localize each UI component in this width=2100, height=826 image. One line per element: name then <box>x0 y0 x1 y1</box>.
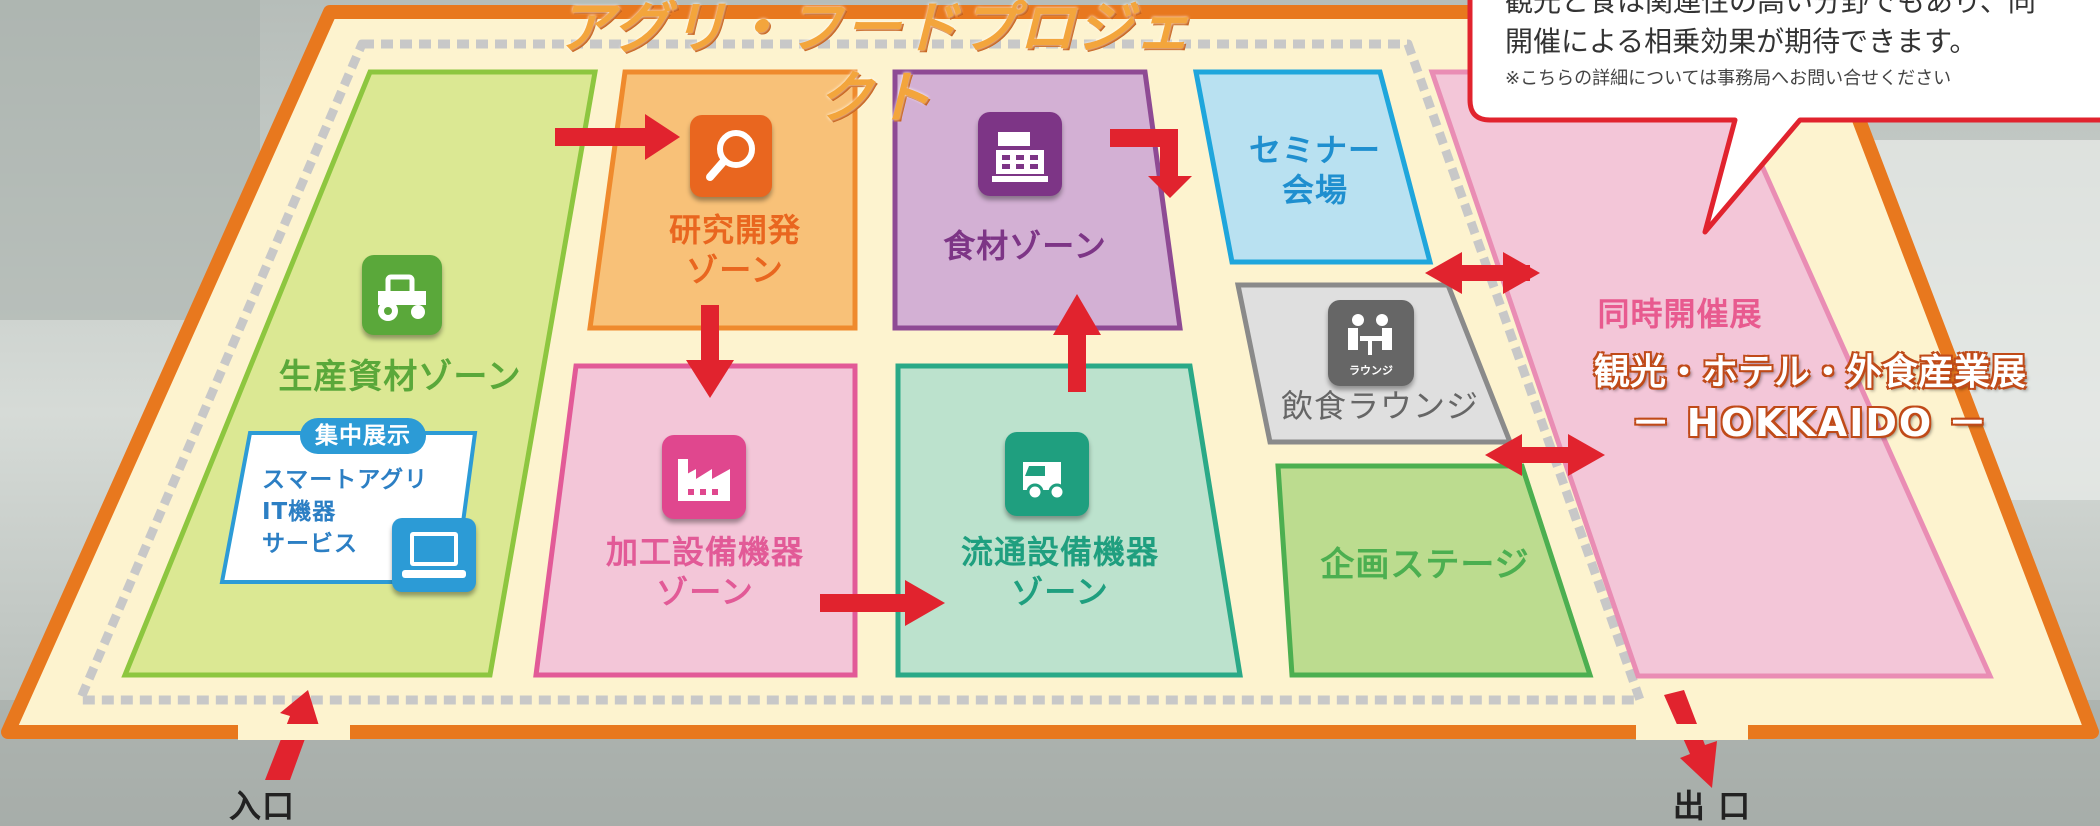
seminar-area <box>1192 69 1434 265</box>
stage-area <box>1275 463 1594 678</box>
callout-bubble <box>1467 0 2100 235</box>
concurrent-label: 同時開催展 <box>1597 295 1763 333</box>
exit-gap <box>1636 724 1748 740</box>
lounge-icon: ラウンジ <box>1328 300 1414 386</box>
arrow-distribution-to-food <box>1053 294 1101 392</box>
truck-icon <box>1005 432 1089 516</box>
distribution-zone-area <box>895 363 1243 678</box>
processing-zone-label: 加工設備機器 ゾーン <box>605 533 804 611</box>
food-zone-label: 食材ゾーン <box>943 227 1107 265</box>
arrow-seminar-concurrent-bidirectional <box>1425 252 1540 294</box>
callout-line-2: 開催による相乗効果が期待できます。 <box>1505 25 1978 58</box>
lounge-label: 飲食ラウンジ <box>1280 387 1479 425</box>
processing-zone-area <box>533 363 858 678</box>
callout-note: ※こちらの詳細については事務局へお問い合せください <box>1505 68 1952 89</box>
search-icon <box>690 115 772 197</box>
entrance-gap <box>238 724 350 740</box>
route-dotted-outline <box>75 39 1645 705</box>
arrow-rnd-to-processing <box>686 305 734 398</box>
arrow-lounge-concurrent-bidirectional <box>1485 434 1605 476</box>
cash-register-icon <box>978 112 1062 196</box>
seminar-label: セミナー 会場 <box>1248 131 1381 209</box>
lounge-icon-label: ラウンジ <box>1349 364 1393 377</box>
production-zone-label: 生産資材ゾーン <box>278 357 522 397</box>
map-title: アグリ・フードプロジェクト <box>557 0 1193 131</box>
arrow-production-to-rnd <box>555 114 680 160</box>
featured-items: スマートアグリ IT機器 サービス <box>262 467 429 558</box>
stage-label: 企画ステージ <box>1320 545 1530 585</box>
arrow-processing-to-distribution <box>820 580 945 626</box>
exit-label: 出 口 <box>1672 787 1752 825</box>
featured-badge: 集中展示 <box>300 418 426 454</box>
arrow-food-to-seminar <box>1110 129 1192 198</box>
concurrent-sub: － HOKKAIDO － <box>1631 401 1989 445</box>
tractor-icon <box>362 255 442 335</box>
factory-icon <box>662 435 746 519</box>
entrance-label: 入口 <box>228 787 295 825</box>
concurrent-name: 観光・ホテル・外食産業展 <box>1593 352 2026 393</box>
callout-line-1: 観光と食は関連性の高い分野でもあり、同 <box>1505 0 2036 18</box>
laptop-icon <box>392 518 476 592</box>
food-zone-area <box>892 69 1183 331</box>
distribution-zone-label: 流通設備機器 ゾーン <box>960 533 1159 611</box>
rnd-zone-label: 研究開発 ゾーン <box>668 211 801 289</box>
